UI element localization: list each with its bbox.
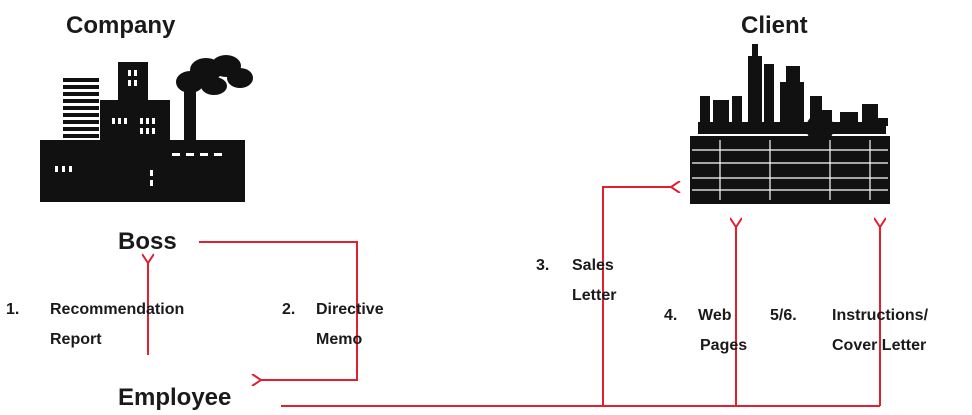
company-title: Company — [66, 12, 176, 39]
doc-2-number: 2. — [282, 301, 296, 318]
doc-4-line2: Pages — [700, 337, 748, 354]
doc-3-number: 3. — [536, 257, 550, 274]
employee-node: Employee — [118, 384, 232, 411]
doc-4-number: 4. — [664, 307, 678, 324]
doc-4-line1: Web — [698, 307, 732, 324]
doc-56-line1: Instructions/ — [832, 307, 929, 324]
doc-56-line2: Cover Letter — [832, 337, 927, 354]
client-title: Client — [741, 12, 808, 39]
arrow-sales-letter — [602, 187, 672, 406]
doc-3-line2: Letter — [572, 287, 617, 304]
arrow-boss-to-employee — [199, 241, 358, 380]
doc-2-line2: Memo — [316, 331, 363, 348]
boss-node: Boss — [118, 228, 177, 255]
doc-56-number: 5/6. — [770, 307, 797, 324]
refinery-plant-icon — [690, 44, 890, 204]
doc-2-line1: Directive — [316, 301, 384, 318]
doc-1-number: 1. — [6, 301, 20, 318]
doc-1-line2: Report — [50, 331, 102, 348]
doc-3-line1: Sales — [572, 257, 614, 274]
doc-1-line1: Recommendation — [50, 301, 185, 318]
